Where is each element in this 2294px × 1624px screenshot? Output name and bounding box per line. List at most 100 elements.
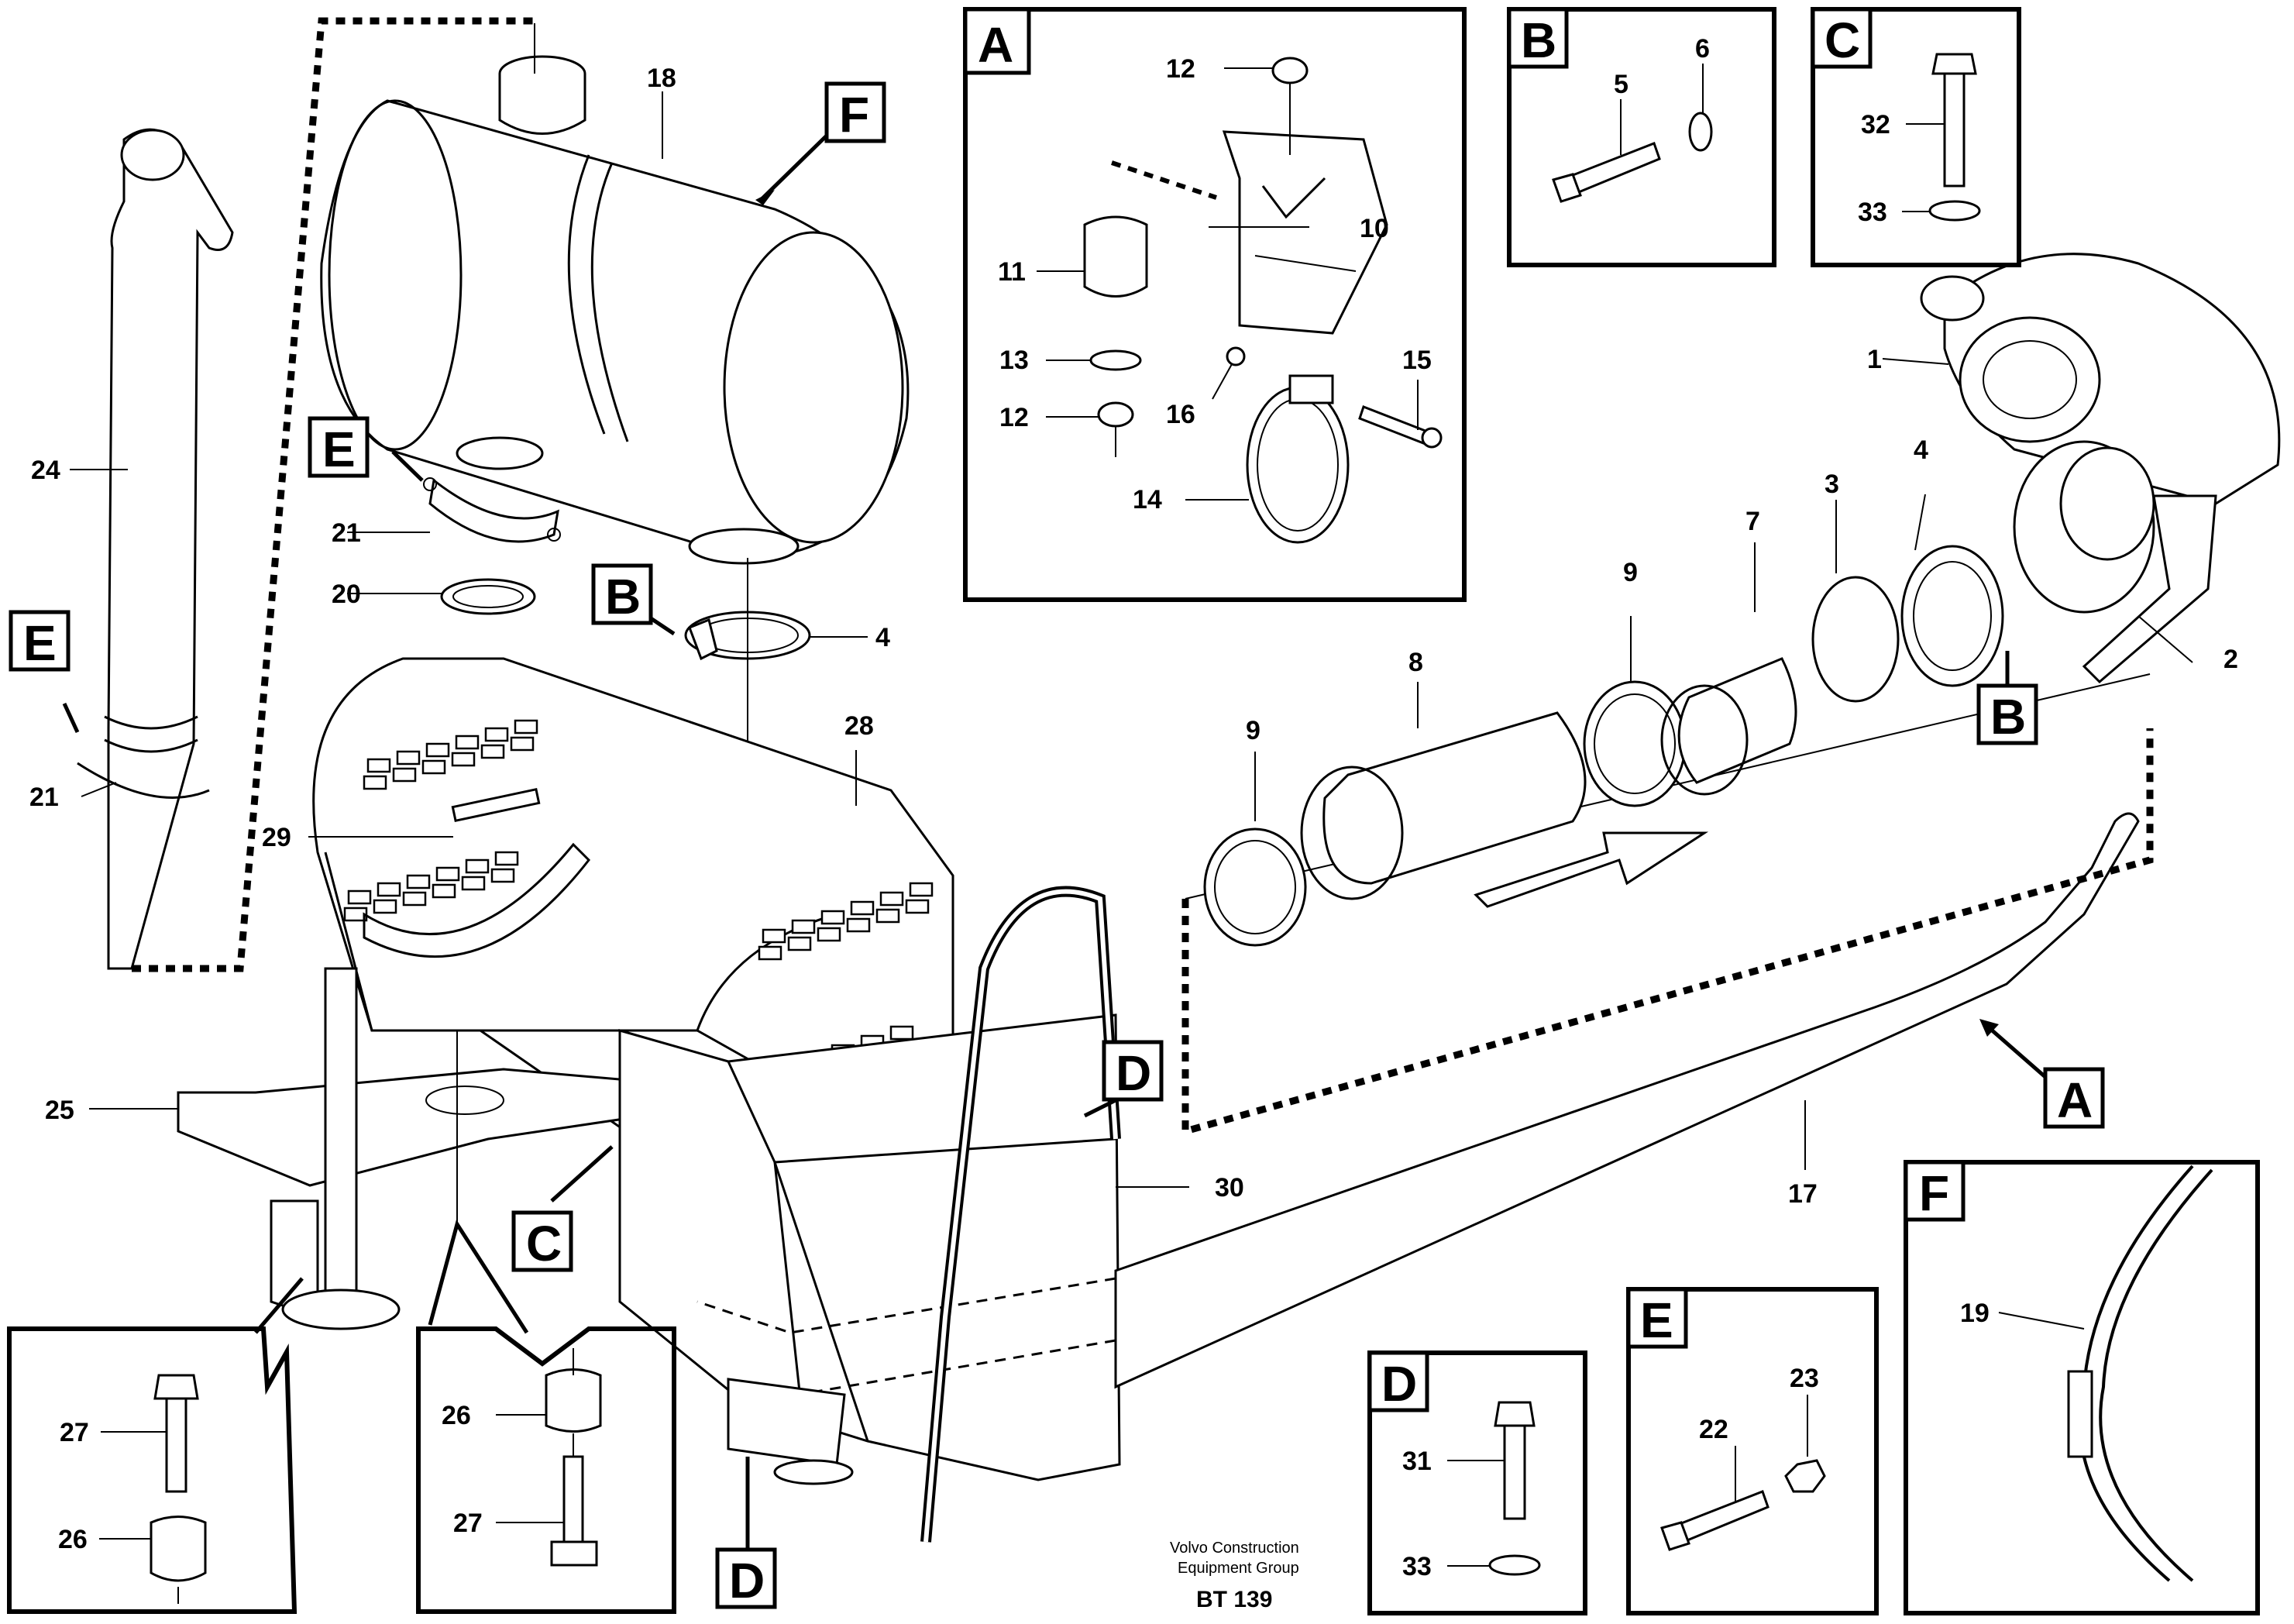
- vent-slot: [846, 917, 871, 933]
- exhaust-pipe-17: [696, 812, 2140, 1396]
- letter-C-main: C: [526, 1216, 562, 1271]
- detail-box-E: [1626, 1287, 1879, 1615]
- part-label-33a: 33: [1858, 198, 1887, 227]
- letter-A-main: A: [2057, 1072, 2093, 1128]
- turbocharger-1: [1920, 253, 2281, 505]
- part-label-27a: 27: [60, 1418, 89, 1447]
- part-label-1: 1: [1867, 345, 1882, 374]
- part-label-12a: 12: [1166, 54, 1195, 84]
- detail-box-fasteners-left: [7, 1326, 297, 1614]
- clamp-21-upper: [423, 477, 561, 543]
- detail-box-D: [1367, 1350, 1587, 1615]
- footer-code: BT 139: [1196, 1587, 1272, 1612]
- part-label-32: 32: [1861, 110, 1890, 139]
- part-label-14: 14: [1133, 485, 1162, 514]
- vent-slot: [343, 907, 368, 922]
- vent-slot: [510, 736, 535, 752]
- footer: Volvo Construction Equipment Group BT 13…: [1170, 1540, 1299, 1612]
- part-label-28: 28: [844, 711, 874, 741]
- part-label-30: 30: [1215, 1173, 1244, 1203]
- detail-pointers: [62, 134, 2047, 1550]
- part-label-21a: 21: [332, 518, 361, 548]
- part-label-25: 25: [45, 1096, 74, 1125]
- letter-F-box: F: [1919, 1165, 1949, 1221]
- part-label-5: 5: [1614, 70, 1628, 99]
- vent-slot: [373, 899, 397, 914]
- vent-slot: [432, 883, 456, 899]
- detail-box-A: [963, 7, 1467, 602]
- part-label-7: 7: [1745, 507, 1760, 536]
- detail-letter-text: A B C D E F F E E B B D A C D: [23, 12, 2093, 1609]
- footer-company-line2: Equipment Group: [1178, 1560, 1299, 1577]
- mounting-housing-30: [618, 1013, 1121, 1481]
- vent-slot: [820, 910, 845, 925]
- vent-slot: [875, 908, 900, 924]
- part-label-6: 6: [1695, 34, 1710, 64]
- bracket-29: [363, 787, 590, 958]
- vent-slot: [366, 758, 391, 773]
- part-label-27b: 27: [453, 1509, 483, 1538]
- leader-lines: [70, 91, 2193, 1224]
- letter-B-main1: B: [605, 569, 641, 624]
- part-label-23: 23: [1790, 1364, 1819, 1393]
- vent-slot: [402, 891, 427, 907]
- part-label-2: 2: [2223, 645, 2238, 674]
- part-label-29: 29: [262, 823, 291, 852]
- vent-slot: [889, 1025, 914, 1041]
- letter-A-box: A: [978, 17, 1013, 73]
- part-label-9b: 9: [1246, 716, 1260, 745]
- vent-slot: [484, 727, 509, 742]
- vent-slot: [377, 882, 401, 897]
- part-label-12b: 12: [999, 403, 1029, 432]
- part-label-17: 17: [1788, 1179, 1818, 1209]
- flow-arrow: [1474, 831, 1709, 908]
- vent-slot: [455, 735, 480, 750]
- part-label-10: 10: [1360, 214, 1389, 243]
- vent-slot: [791, 919, 816, 934]
- vent-slot: [905, 899, 930, 914]
- letter-B-box: B: [1521, 12, 1556, 68]
- part-label-4a: 4: [1914, 435, 1928, 465]
- vent-slot: [392, 767, 417, 783]
- letter-D-main1: D: [1116, 1045, 1151, 1101]
- letter-tags: [9, 81, 2105, 1609]
- part-label-33b: 33: [1402, 1552, 1432, 1581]
- detail-box-fasteners-mid: [416, 1326, 676, 1614]
- seal-ring-20: [440, 578, 536, 615]
- vent-slot: [363, 775, 387, 790]
- letter-E-main1: E: [322, 421, 356, 477]
- part-number-labels: 1 2 3 4 4 5 6 7 8 9 9 10 11 12 12 13 14 …: [29, 34, 2238, 1581]
- detail-box-C: [1811, 7, 2021, 267]
- vent-slot: [490, 868, 515, 883]
- part-label-16: 16: [1166, 400, 1195, 429]
- part-label-31: 31: [1402, 1447, 1432, 1476]
- vent-slot: [850, 900, 875, 916]
- vent-slot: [421, 759, 446, 775]
- vent-slot: [494, 851, 519, 866]
- letter-D-box: D: [1381, 1356, 1417, 1412]
- part-label-21b: 21: [29, 783, 59, 812]
- exhaust-pipe-24: [77, 17, 535, 972]
- vent-slot: [396, 750, 421, 766]
- vent-slot: [406, 874, 431, 889]
- vent-slot: [909, 882, 934, 897]
- footer-company-line1: Volvo Construction: [1170, 1540, 1299, 1557]
- vent-slot: [879, 891, 904, 907]
- vent-slot: [461, 876, 486, 891]
- pipe-assembly: [1181, 545, 2154, 1136]
- part-label-11: 11: [998, 257, 1026, 287]
- part-label-24: 24: [31, 456, 60, 485]
- part-label-4b: 4: [875, 623, 890, 652]
- vent-slot: [817, 927, 841, 942]
- vent-slot: [762, 928, 786, 944]
- detail-box-B: [1507, 7, 1776, 267]
- support-pillar: [270, 967, 401, 1330]
- part-label-9a: 9: [1623, 558, 1638, 587]
- part-label-18: 18: [647, 64, 676, 93]
- letter-E-main2: E: [23, 615, 57, 671]
- part-label-3: 3: [1825, 470, 1839, 499]
- vent-slot: [480, 744, 505, 759]
- handle-bar: [920, 886, 1121, 1543]
- part-label-26b: 26: [58, 1525, 88, 1554]
